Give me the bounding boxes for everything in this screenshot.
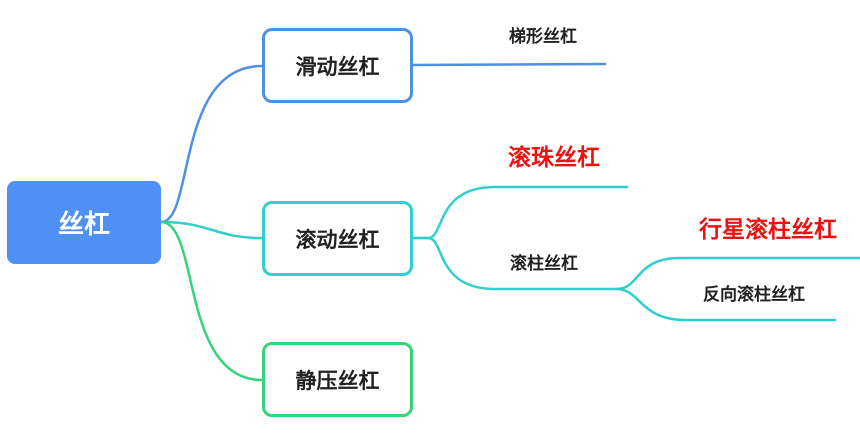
hydrostatic-screw-label: 静压丝杠 <box>295 368 380 393</box>
hydrostatic-screw-node[interactable]: 静压丝杠 <box>262 342 413 417</box>
ball-screw-label[interactable]: 滚珠丝杠 <box>508 145 600 171</box>
connector-sliding-trapezoid <box>412 62 607 67</box>
roller-screw-label[interactable]: 滚柱丝杠 <box>510 254 578 274</box>
connector-rolling-roller <box>413 236 617 291</box>
connector-root-static <box>160 220 263 382</box>
connector-roller-planetary <box>616 256 860 291</box>
rolling-screw-node[interactable]: 滚动丝杠 <box>262 201 413 276</box>
connector-root-rolling <box>160 220 263 240</box>
rolling-screw-label: 滚动丝杠 <box>295 227 380 252</box>
connector-root-sliding <box>160 64 263 224</box>
sliding-screw-label: 滑动丝杠 <box>295 54 380 79</box>
planetary-roller-screw-label[interactable]: 行星滚柱丝杠 <box>699 217 837 243</box>
connector-roller-reverse <box>616 287 836 322</box>
root-node[interactable]: 丝杠 <box>7 181 161 264</box>
trapezoidal-screw-label[interactable]: 梯形丝杠 <box>509 27 577 47</box>
inverted-roller-screw-label[interactable]: 反向滚柱丝杠 <box>703 285 805 305</box>
root-label: 丝杠 <box>57 210 110 240</box>
connector-rolling-ball <box>413 185 628 240</box>
sliding-screw-node[interactable]: 滑动丝杠 <box>262 28 413 103</box>
